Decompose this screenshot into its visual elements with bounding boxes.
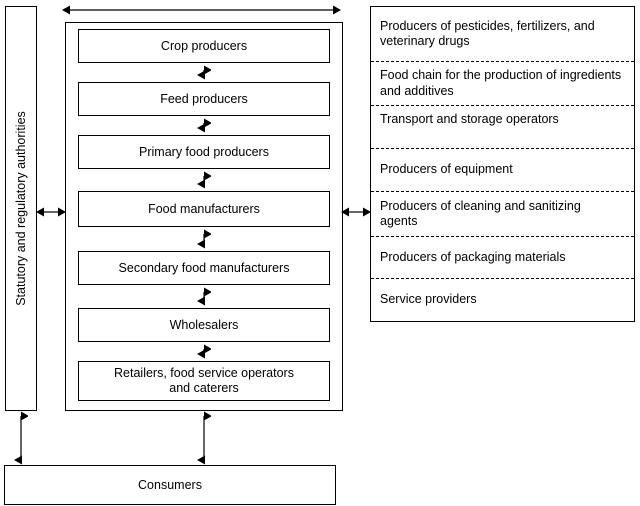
side-panel-row-label: Producers of packaging materials (380, 249, 566, 264)
authorities-chain-arrow (36, 206, 67, 218)
statutory-authorities-box: Statutory and regulatory authorities (5, 6, 37, 411)
side-panel-row-ingredients: Food chain for the production of ingredi… (371, 61, 634, 105)
side-panel-row-label: Producers of pesticides, fertilizers, an… (380, 18, 595, 49)
side-panel-row-pesticides: Producers of pesticides, fertilizers, an… (371, 7, 634, 61)
chain-step-label: Feed producers (160, 91, 248, 106)
side-panel-row-label: Service providers (380, 292, 477, 307)
consumers-label: Consumers (138, 477, 202, 492)
side-panel-row-label: Food chain for the production of ingredi… (380, 68, 622, 98)
chain-step-label: Retailers, food service operators and ca… (114, 366, 294, 395)
side-panel-row-label: Producers of equipment (380, 162, 513, 177)
chain-arrow-5 (197, 285, 211, 308)
supporting-sectors-panel: Producers of pesticides, fertilizers, an… (370, 6, 635, 322)
consumers-box: Consumers (4, 465, 336, 505)
chain-arrow-2 (197, 116, 211, 135)
top-span-arrow (62, 4, 342, 16)
chain-step-feed-producers: Feed producers (78, 82, 330, 116)
chain-arrow-3 (197, 169, 211, 191)
chain-step-label: Crop producers (160, 38, 248, 53)
chain-arrow-1 (197, 63, 211, 82)
side-panel-row-services: Service providers (371, 278, 634, 321)
chain-step-wholesalers: Wholesalers (78, 308, 330, 342)
side-panel-row-label: Producers of cleaning and sanitizing age… (380, 198, 581, 229)
side-panel-row-packaging: Producers of packaging materials (371, 236, 634, 278)
chain-step-secondary-food-manufacturers: Secondary food manufacturers (78, 251, 330, 285)
chain-step-label: Primary food producers (139, 144, 269, 159)
side-panel-row-transport: Transport and storage operators (371, 105, 634, 148)
chain-step-retailers: Retailers, food service operators and ca… (78, 361, 330, 401)
chain-step-crop-producers: Crop producers (78, 29, 330, 63)
chain-step-primary-food-producers: Primary food producers (78, 135, 330, 169)
authorities-consumers-arrow (14, 409, 28, 467)
statutory-authorities-label: Statutory and regulatory authorities (13, 111, 28, 306)
side-panel-row-label: Transport and storage operators (380, 112, 559, 126)
chain-consumers-arrow (197, 409, 211, 467)
side-panel-row-equipment: Producers of equipment (371, 148, 634, 191)
chain-step-label: Wholesalers (169, 317, 239, 332)
chain-arrow-6 (197, 342, 211, 361)
chain-sidepanel-arrow (341, 206, 372, 218)
chain-step-label: Food manufacturers (148, 201, 260, 216)
chain-step-label: Secondary food manufacturers (118, 260, 290, 275)
chain-step-food-manufacturers: Food manufacturers (78, 191, 330, 227)
side-panel-row-cleaning: Producers of cleaning and sanitizing age… (371, 191, 634, 236)
chain-arrow-4 (197, 227, 211, 251)
